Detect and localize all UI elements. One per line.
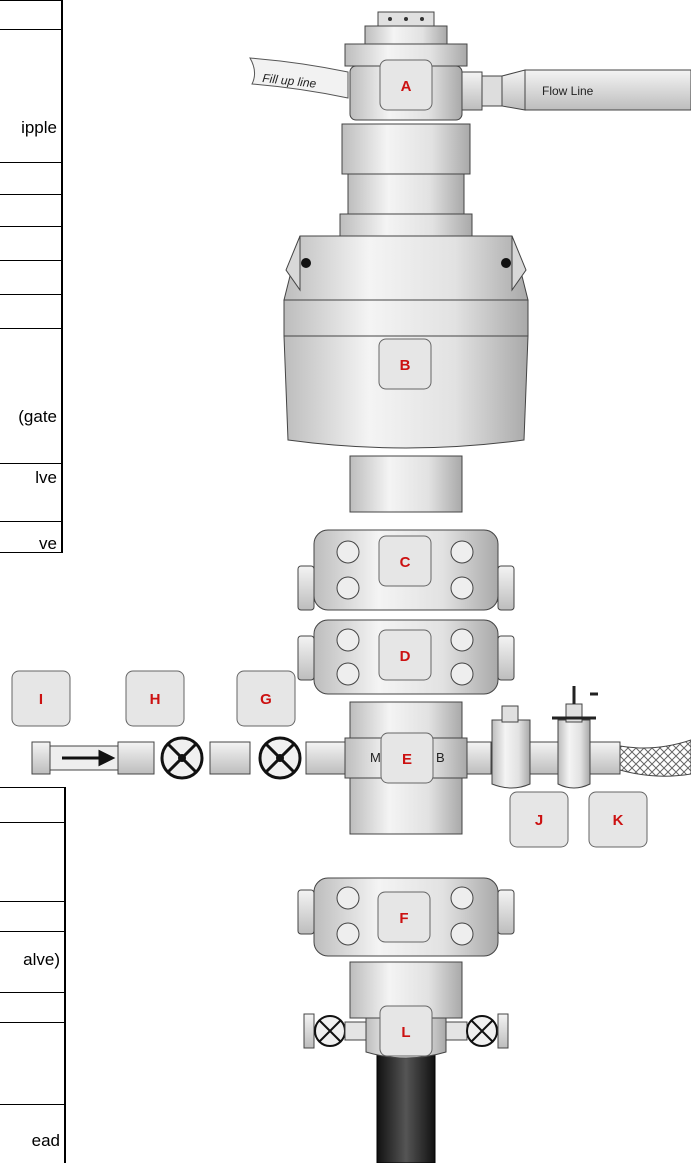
- svg-text:L: L: [401, 1024, 410, 1041]
- label-e: E: [381, 733, 433, 783]
- label-g: G: [237, 671, 295, 726]
- label-j: J: [510, 792, 568, 847]
- svg-text:F: F: [399, 910, 408, 927]
- label-h: H: [126, 671, 184, 726]
- mud-cross-mark-b: B: [436, 750, 445, 765]
- kill-line: [32, 738, 345, 778]
- svg-text:B: B: [400, 357, 411, 374]
- label-d: D: [379, 630, 431, 680]
- label-c: C: [379, 536, 431, 586]
- flow-line-label: Flow Line: [542, 84, 594, 98]
- label-b: B: [379, 339, 431, 389]
- spool-upper: [350, 456, 462, 512]
- fill-up-line: Fill up line: [250, 58, 348, 98]
- flow-line: Flow Line: [460, 70, 691, 110]
- svg-text:I: I: [39, 691, 43, 708]
- mud-cross-mark-m: M: [370, 750, 381, 765]
- svg-text:G: G: [260, 691, 272, 708]
- label-l: L: [380, 1006, 432, 1056]
- label-a: A: [380, 60, 432, 110]
- svg-text:K: K: [613, 812, 624, 829]
- svg-text:C: C: [400, 554, 411, 571]
- label-k: K: [589, 792, 647, 847]
- choke-line: [467, 686, 691, 788]
- svg-text:D: D: [400, 648, 411, 665]
- svg-text:A: A: [401, 78, 412, 95]
- label-i: I: [12, 671, 70, 726]
- svg-text:J: J: [535, 812, 543, 829]
- svg-text:H: H: [150, 691, 161, 708]
- label-f: F: [378, 892, 430, 942]
- flange-upper: [340, 124, 472, 236]
- choke-hose: [620, 740, 691, 776]
- svg-text:E: E: [402, 751, 412, 768]
